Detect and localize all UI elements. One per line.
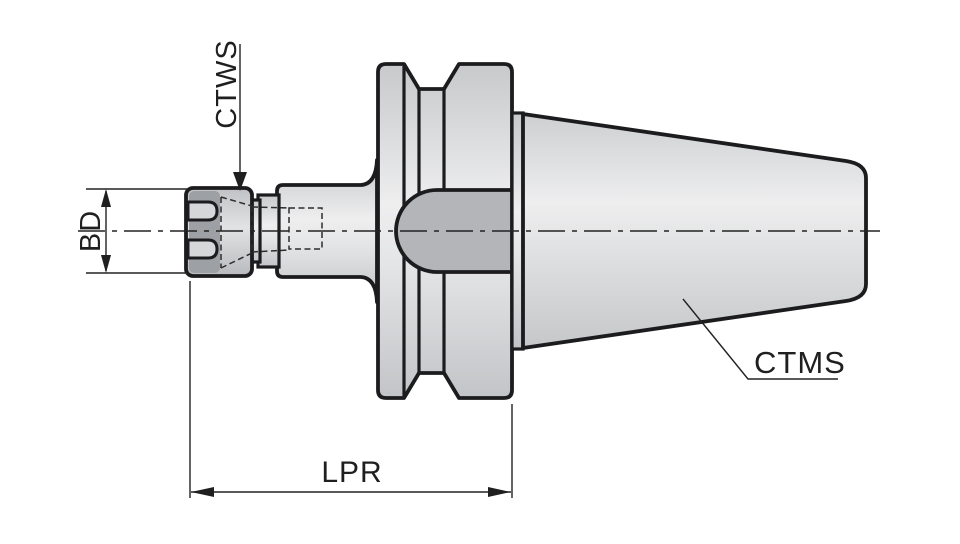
dimension-lpr: LPR xyxy=(189,281,513,498)
callout-ctws: CTWS xyxy=(211,39,247,191)
lpr-arrow-left xyxy=(191,487,214,497)
bd-label: BD xyxy=(75,210,107,252)
hidden-collet-cone-top xyxy=(220,196,253,207)
hidden-bore-lines xyxy=(220,196,323,269)
collet-slot-upper xyxy=(186,200,219,222)
hidden-bore-bottom xyxy=(251,249,290,253)
hidden-bore-pocket xyxy=(288,207,323,250)
dimension-bd: BD xyxy=(75,188,188,274)
hidden-collet-cone-bottom xyxy=(220,252,253,269)
callout-ctms: CTMS xyxy=(682,298,846,380)
ctws-label: CTWS xyxy=(211,39,243,128)
lpr-arrow-right xyxy=(488,487,511,497)
ctms-leader-line xyxy=(682,298,838,380)
ctws-arrow-down xyxy=(233,172,247,191)
lpr-label: LPR xyxy=(321,456,382,489)
bd-arrow-down xyxy=(101,255,111,273)
hidden-bore-top xyxy=(251,206,290,209)
bd-arrow-up xyxy=(101,189,111,207)
ctms-label: CTMS xyxy=(754,345,846,380)
collet-slot-lower xyxy=(186,238,219,260)
